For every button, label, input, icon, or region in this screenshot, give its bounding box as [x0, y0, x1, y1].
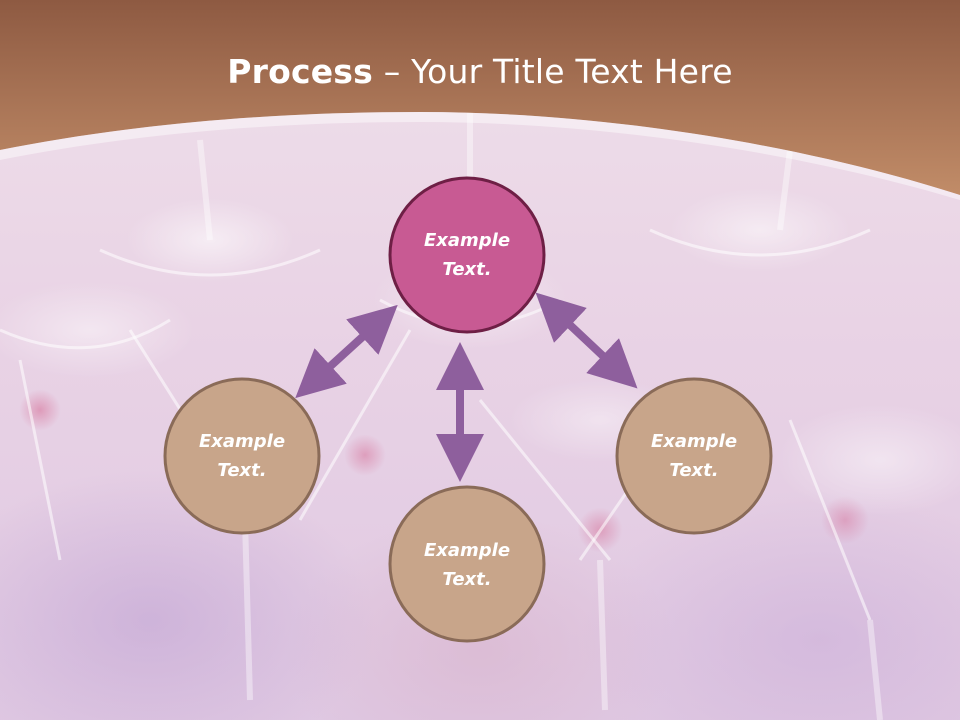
node-left-line1: Example — [198, 431, 286, 452]
arrow-top-left — [295, 304, 398, 399]
node-bottom-label: Example Text. — [392, 536, 542, 594]
node-right-label: Example Text. — [619, 427, 769, 485]
node-top-circle — [388, 176, 546, 334]
node-top-label: Example Text. — [392, 226, 542, 284]
header-band — [0, 0, 960, 200]
node-left-circle — [163, 377, 321, 535]
slide-title: Process – Your Title Text Here — [0, 52, 960, 91]
node-bottom-line1: Example — [423, 540, 511, 561]
node-left-line2: Text. — [217, 460, 267, 481]
arrow-top-right — [535, 292, 638, 389]
node-bottom-circle — [388, 485, 546, 643]
node-bottom-line2: Text. — [442, 569, 492, 590]
node-right-line2: Text. — [669, 460, 719, 481]
title-text: Your Title Text Here — [411, 52, 733, 91]
node-right-circle — [615, 377, 773, 535]
title-bold: Process — [227, 52, 373, 91]
node-left-label: Example Text. — [167, 427, 317, 485]
node-top-line1: Example — [423, 230, 511, 251]
node-top-line2: Text. — [442, 259, 492, 280]
title-separator: – — [373, 52, 412, 91]
node-right-line1: Example — [650, 431, 738, 452]
